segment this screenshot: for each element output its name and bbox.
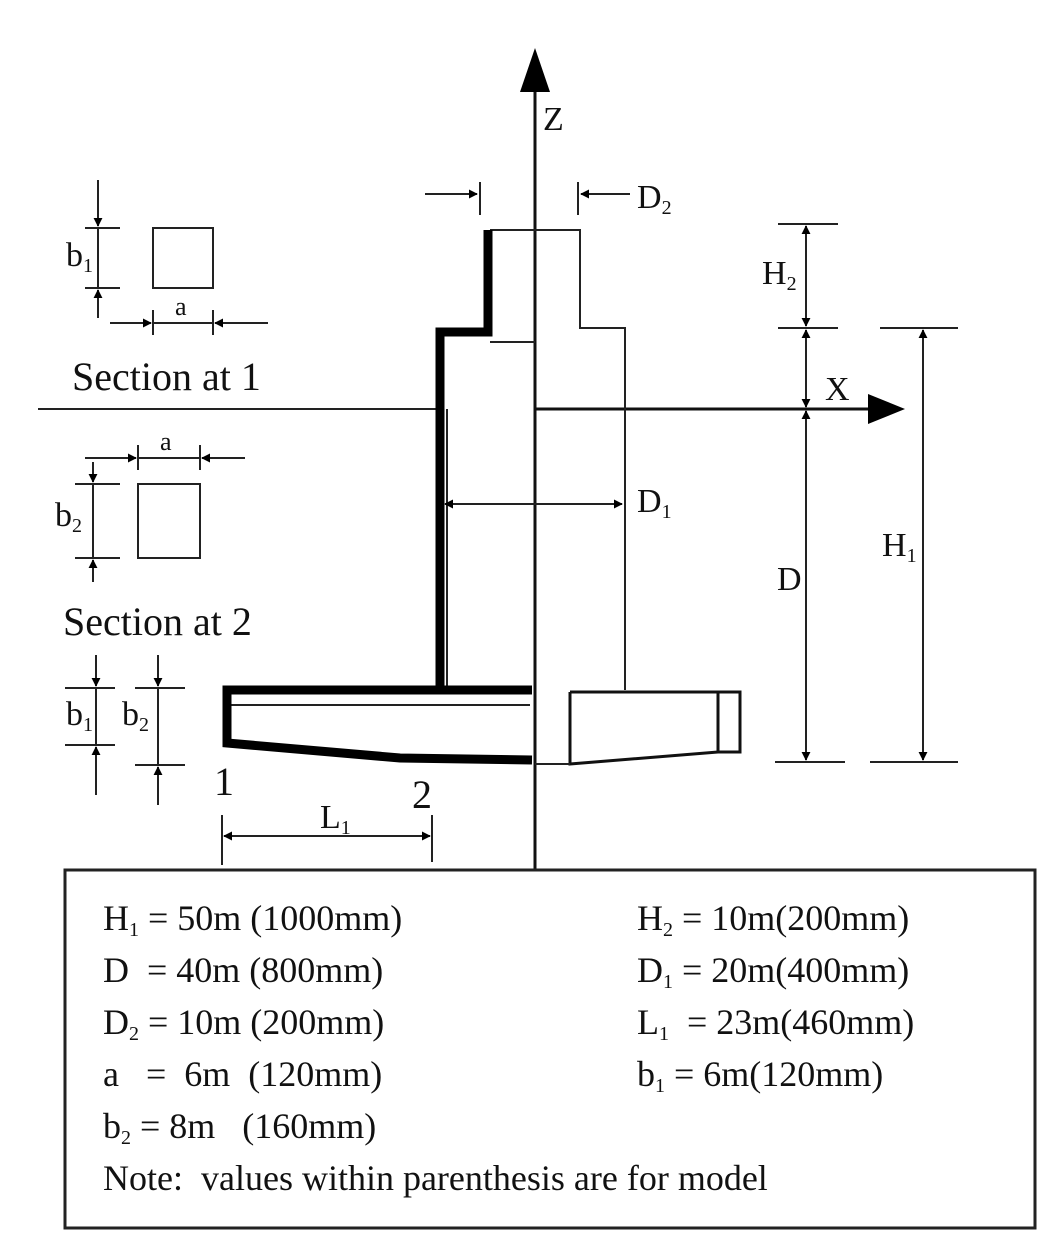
z-axis-arrowhead: [520, 48, 550, 92]
x-axis-label: X: [825, 371, 850, 408]
a-top-label: a: [175, 292, 187, 321]
d2-label: D2: [637, 179, 672, 219]
d-label: D: [777, 561, 802, 598]
b1-top-label: b1: [66, 237, 93, 277]
legend-h2: H2 = 10m(200mm): [637, 898, 909, 941]
legend-b2: b2 = 8m (160mm): [103, 1106, 376, 1149]
footing-left-profile: [222, 685, 533, 765]
legend-h1: H1 = 50m (1000mm): [103, 898, 402, 941]
legend-note: Note: values within parenthesis are for …: [103, 1158, 768, 1198]
d1-label: D1: [637, 483, 672, 523]
section-2-title: Section at 2: [63, 599, 252, 644]
legend-d1: D1 = 20m(400mm): [637, 950, 909, 993]
legend-l1: L1 = 23m(460mm): [637, 1002, 914, 1045]
z-axis-label: Z: [543, 101, 564, 138]
h2-label: H2: [762, 255, 797, 295]
legend-b1: b1 = 6m(120mm): [637, 1054, 883, 1097]
point-2-label: 2: [412, 772, 432, 817]
section-1-square: [152, 227, 214, 289]
l1-label: L1: [320, 799, 351, 839]
section-1-title: Section at 1: [72, 354, 261, 399]
h1-label: H1: [882, 527, 917, 567]
wall-left-profile: [435, 230, 532, 695]
x-axis-arrowhead: [868, 394, 905, 424]
section-2-square: [137, 483, 201, 559]
legend-a: a = 6m (120mm): [103, 1054, 382, 1094]
b2-mid-label: b2: [55, 497, 82, 537]
b2-low-label: b2: [122, 696, 149, 736]
legend-d: D = 40m (800mm): [103, 950, 383, 990]
b1-low-label: b1: [66, 696, 93, 736]
a-bottom-label: a: [160, 427, 172, 456]
point-1-label: 1: [214, 759, 234, 804]
legend-box: [63, 868, 1037, 1230]
legend-d2: D2 = 10m (200mm): [103, 1002, 384, 1045]
structure-outline: [230, 229, 742, 766]
